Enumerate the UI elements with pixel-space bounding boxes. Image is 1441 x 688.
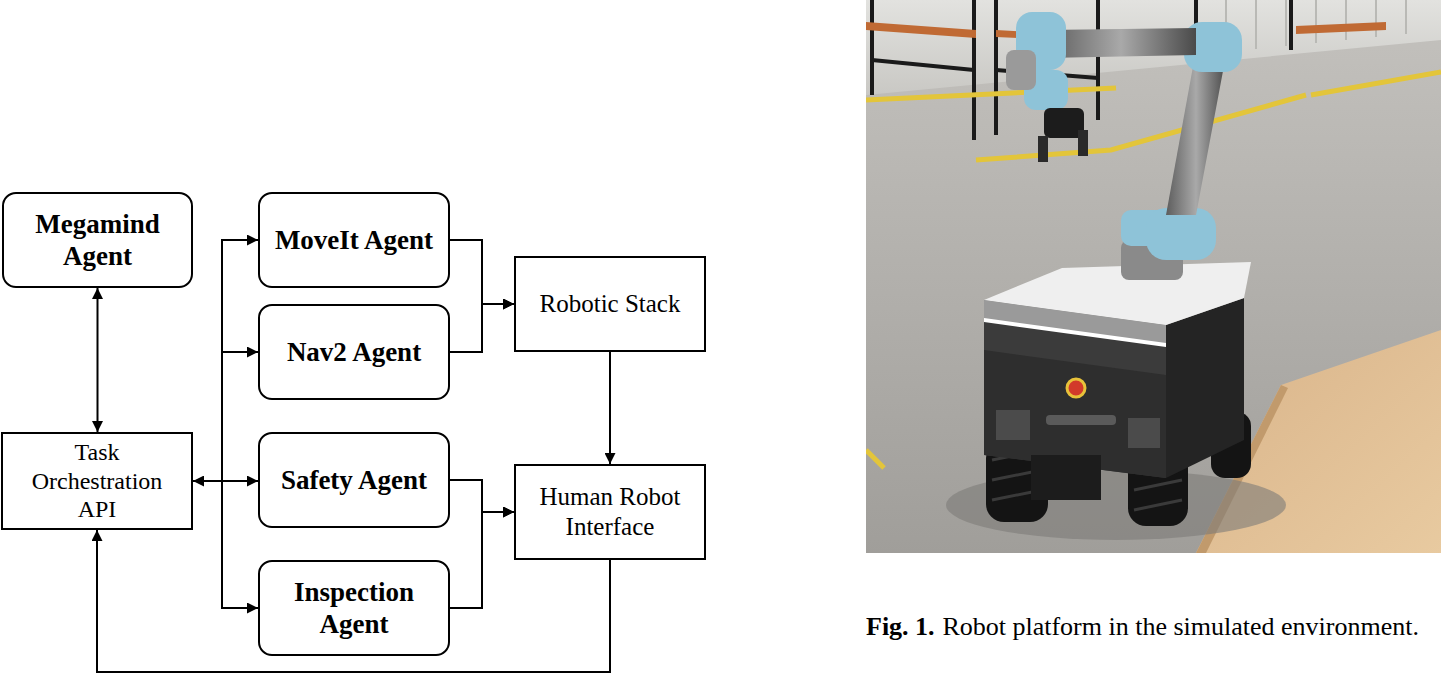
node-text-group: Safety Agent (281, 464, 427, 496)
node-label: Task Orchestration API (11, 438, 183, 524)
api-box: Task Orchestration API (1, 432, 193, 530)
node-label: Nav2 Agent (287, 336, 421, 368)
node-text-group: Inspection Agent (268, 576, 440, 641)
arrow-connector (450, 512, 514, 608)
agent-box: Safety Agent (258, 432, 450, 528)
node-label: Robotic Stack (540, 289, 681, 319)
arrow-connector (193, 352, 258, 481)
node-text-group: Nav2 Agent (287, 336, 421, 368)
arrow-connector (97, 288, 99, 432)
arrow-connector (193, 240, 258, 481)
arrow-connector (450, 480, 514, 512)
stack-box: Robotic Stack (514, 256, 706, 352)
figure-number: Fig. 1. (866, 612, 935, 641)
node-label: Megamind Agent (12, 208, 183, 273)
arrow-connector (450, 304, 514, 352)
arrow-connector (193, 481, 258, 608)
node-text-group: Task Orchestration API (11, 438, 183, 524)
agent-box: Inspection Agent (258, 560, 450, 656)
agent-box: Nav2 Agent (258, 304, 450, 400)
figure-caption: Robot platform in the simulated environm… (942, 612, 1419, 641)
robot-illustration (866, 0, 1441, 553)
figure-caption-block: Fig. 1.Robot platform in the simulated e… (866, 610, 1436, 644)
agent-box: MoveIt Agent (258, 192, 450, 288)
agent-box: Megamind Agent (2, 192, 193, 288)
arrow-connector (450, 240, 514, 304)
node-label: Human Robot Interface (524, 482, 696, 542)
node-label: Inspection Agent (268, 576, 440, 641)
node-text-group: Robotic Stack (540, 289, 681, 319)
arrow-connector (609, 352, 611, 464)
node-text-group: Megamind Agent (12, 208, 183, 273)
interface-box: Human Robot Interface (514, 464, 706, 560)
node-text-group: Human Robot Interface (524, 482, 696, 542)
node-label: Safety Agent (281, 464, 427, 496)
node-text-group: MoveIt Agent (275, 224, 433, 256)
node-label: MoveIt Agent (275, 224, 433, 256)
